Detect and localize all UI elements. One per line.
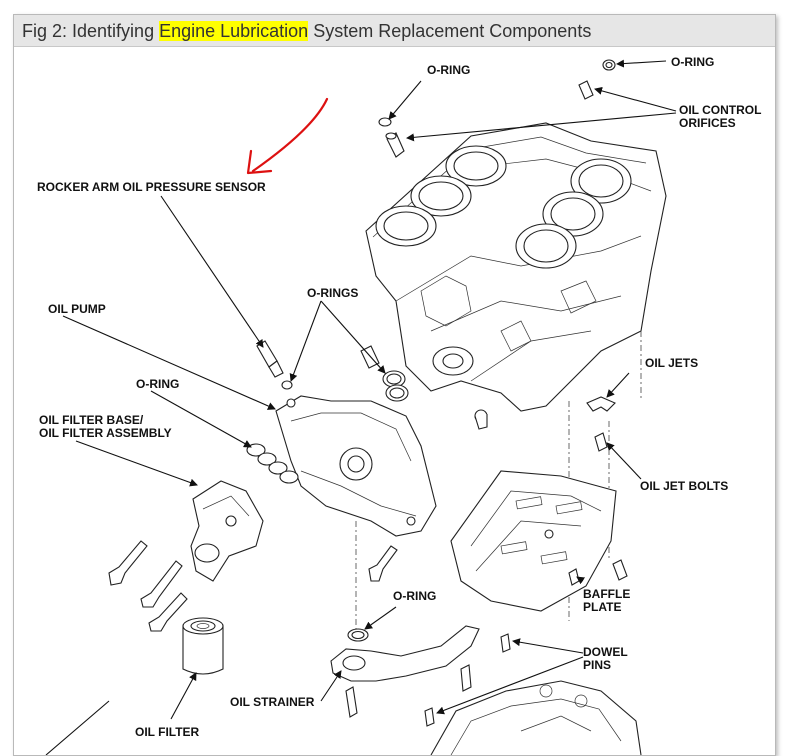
label-oil-jet-bolts: OIL JET BOLTS [640,479,728,493]
title-suffix: System Replacement Components [308,21,592,41]
oil-jet-part [586,396,616,452]
label-oil-filter: OIL FILTER [135,725,200,739]
label-rocker-arm-sensor: ROCKER ARM OIL PRESSURE SENSOR [37,180,266,194]
exploded-parts-diagram: O-RING O-RING OIL CONTROL ORIFICES ROCKE… [37,55,761,755]
lower-oring-part [347,628,369,642]
label-dowel-pins-1: DOWEL [583,645,628,659]
title-prefix: Fig 2: Identifying [22,21,160,41]
oil-filter-part [182,617,224,675]
orings-mid-part [360,345,409,402]
pump-lower-bolt [368,545,398,582]
label-oring-top: O-RING [427,63,470,77]
oil-pump-part [275,395,437,537]
filter-bolts [108,540,188,632]
oring-chain-part [246,443,299,484]
label-oil-strainer: OIL STRAINER [230,695,315,709]
top-right-oring-part [578,59,616,100]
label-oring-top-right: O-RING [671,55,714,69]
red-annotation-arrow [246,97,329,175]
top-oring-part [378,117,405,158]
label-oil-filter-base-1: OIL FILTER BASE/ [39,413,144,427]
label-oil-pump: OIL PUMP [48,302,106,316]
label-baffle-plate-1: BAFFLE [583,587,630,601]
label-oring-mid: O-RING [136,377,179,391]
label-dowel-pins-2: PINS [583,658,611,672]
label-baffle-plate-2: PLATE [583,600,621,614]
label-oring-lower: O-RING [393,589,436,603]
oil-strainer-part [330,625,480,718]
leader-lines [45,59,677,755]
figure-title: Fig 2: Identifying Engine Lubrication Sy… [14,15,775,47]
label-oil-control-orifices-2: ORIFICES [679,116,736,130]
engine-block [365,122,667,430]
title-highlight: Engine Lubrication [159,21,309,41]
label-orings-mid: O-RINGS [307,286,358,300]
figure-frame: Fig 2: Identifying Engine Lubrication Sy… [13,14,776,756]
oil-filter-base-part [190,480,264,582]
label-oil-filter-base-2: OIL FILTER ASSEMBLY [39,426,172,440]
label-oil-control-orifices-1: OIL CONTROL [679,103,761,117]
label-oil-jets: OIL JETS [645,356,698,370]
oil-pan-part [430,680,642,755]
rocker-arm-sensor-part [256,340,293,390]
dowel-pins-part [424,633,511,727]
